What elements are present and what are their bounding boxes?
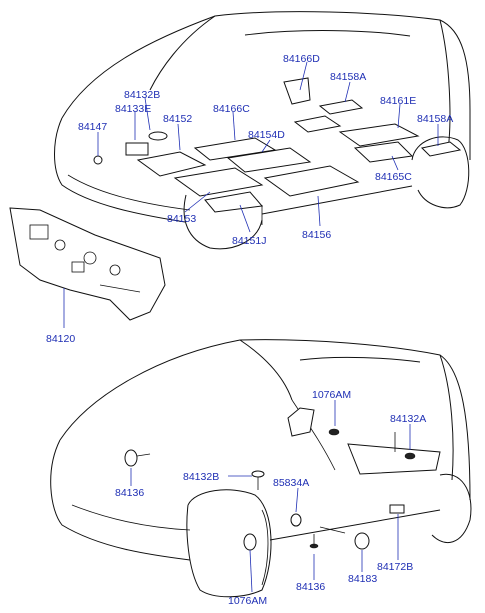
label-1076AM-mirror: 1076AM [312,389,351,401]
label-84133E: 84133E [115,103,151,115]
floor-pad-84161E [338,123,420,147]
label-85834A: 85834A [273,477,309,489]
floor-pad-84158A-front [318,99,364,115]
label-84132B-top: 84132B [124,89,160,101]
label-84136-front: 84136 [115,487,144,499]
label-84158A-front: 84158A [330,71,366,83]
floor-pad-84166D [293,115,342,133]
plug-84132B-bottom [251,470,265,478]
bottom-car-outline [50,339,472,598]
floor-pad-84158A-rear [420,141,462,157]
plug-84136-front [124,449,138,467]
leaders-top [63,61,439,328]
seat-84166D [283,77,311,105]
label-84161E: 84161E [380,95,416,107]
plug-85834A [290,513,302,527]
floor-pad-84156 [263,165,360,197]
floor-pad-84165C [353,141,414,163]
label-84154D: 84154D [248,129,285,141]
label-84147: 84147 [78,121,107,133]
leaders-bottom [130,400,411,593]
floor-pad-84153 [173,167,264,197]
label-84183: 84183 [348,573,377,585]
label-84120: 84120 [46,333,75,345]
label-84152: 84152 [163,113,192,125]
plug-84132B [148,131,168,141]
plug-84132A-cap [404,452,416,460]
labels-top: 84166D 84158A 84132B 84133E 84147 84152 … [46,53,453,345]
label-84172B: 84172B [377,561,413,573]
label-84158A-rear: 84158A [417,113,453,125]
label-84132A: 84132A [390,413,426,425]
mirror [287,407,315,437]
label-84136-rocker: 84136 [296,581,325,593]
label-84166C: 84166C [213,103,250,115]
label-84153: 84153 [167,213,196,225]
floor-pad-84154D [226,147,312,173]
parts-bottom [124,428,441,551]
labels-bottom: 1076AM 84132A 84136 84132B 85834A 84172B… [115,389,426,607]
pad-84172B [389,504,405,514]
label-84165C: 84165C [375,171,412,183]
floor-pad-84151J [204,191,263,213]
floor-pads-top [93,77,462,213]
label-1076AM-wheel: 1076AM [228,595,267,607]
plug-1076AM-wheel [243,533,257,551]
plug-84183 [354,532,370,550]
label-84156: 84156 [302,229,331,241]
plug-1076AM-mirror [328,428,340,436]
top-car-outline [54,11,471,250]
floor-pad-84152 [136,151,207,177]
pad-84133E [125,142,149,156]
label-84132B-bottom: 84132B [183,471,219,483]
cover-84132A [347,443,441,475]
label-84166D: 84166D [283,53,320,65]
clip-84147 [93,155,103,165]
label-84151J: 84151J [232,235,266,247]
dash-insulator-84120 [9,207,166,321]
